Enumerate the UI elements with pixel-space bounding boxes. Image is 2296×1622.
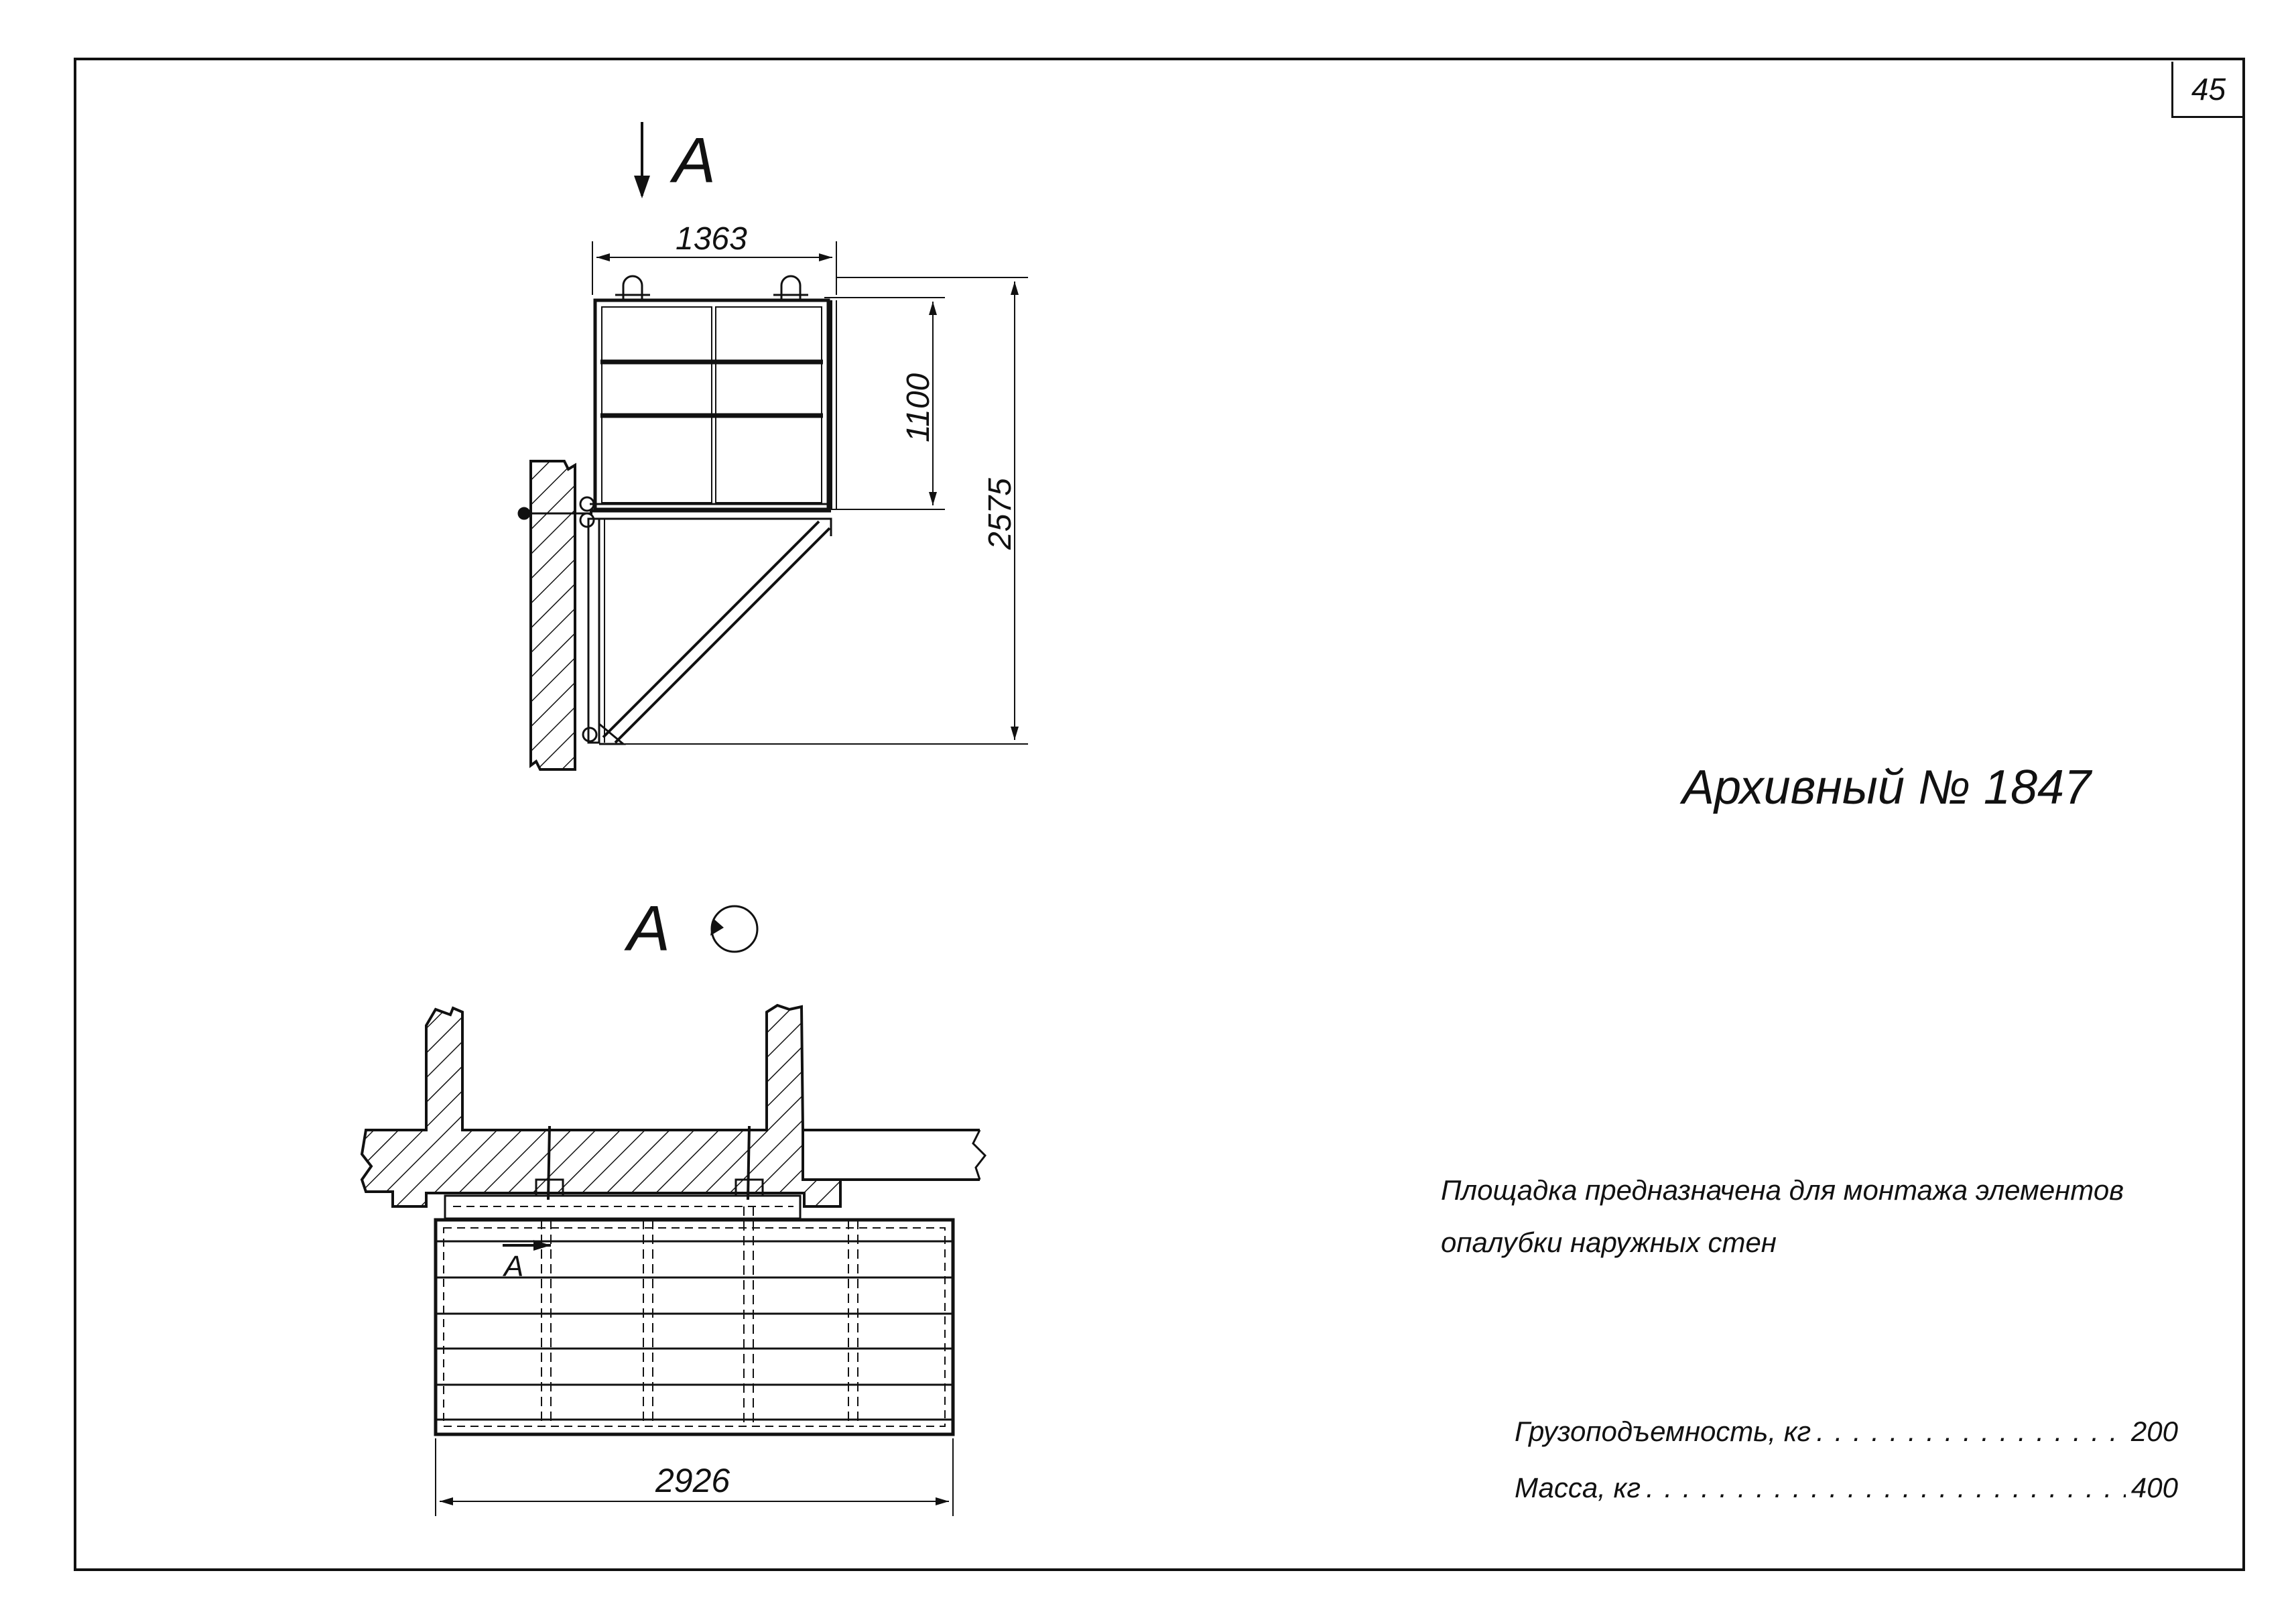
spec-label: Грузоподъемность, кг [1515, 1416, 1811, 1447]
view-label-a: A [669, 125, 716, 196]
section-mark-label: A [502, 1250, 523, 1283]
platform-outline [434, 1218, 955, 1436]
dimension-rail-height: 1100 [901, 373, 936, 442]
leader-dots [1646, 1472, 2126, 1504]
side-view [517, 122, 1028, 771]
dimension-total-height: 2575 [982, 478, 1018, 550]
plan-view-label: A [624, 893, 670, 964]
lifting-eye-icon [622, 275, 643, 300]
spec-row-mass: Масса, кг 400 [1515, 1472, 2178, 1504]
spec-label: Масса, кг [1515, 1472, 1641, 1503]
slab-section [360, 1003, 842, 1208]
vertical-support [587, 517, 600, 744]
spec-row-capacity: Грузоподъемность, кг 200 [1515, 1416, 2178, 1448]
spec-value: 200 [2130, 1416, 2178, 1447]
plan-view [360, 1003, 986, 1516]
lifting-eye-icon [780, 275, 802, 300]
dimension-length: 2926 [655, 1462, 730, 1499]
page-number: 45 [2171, 62, 2244, 118]
description-line-2: опалубки наружных стен [1441, 1227, 1777, 1258]
anchor-rod [547, 1125, 551, 1200]
spec-value: 400 [2130, 1472, 2178, 1503]
wall-section [529, 460, 576, 771]
rotation-icon [710, 905, 759, 953]
drawing-frame [74, 58, 2245, 1571]
dimension-width-top: 1363 [676, 221, 747, 257]
description-line-1: Площадка предназначена для монтажа элеме… [1441, 1174, 2124, 1206]
archive-number: Архивный № 1847 [1682, 761, 2092, 814]
anchor-rod [747, 1125, 751, 1200]
leader-dots [1816, 1416, 2126, 1448]
diagonal-brace [602, 520, 820, 739]
